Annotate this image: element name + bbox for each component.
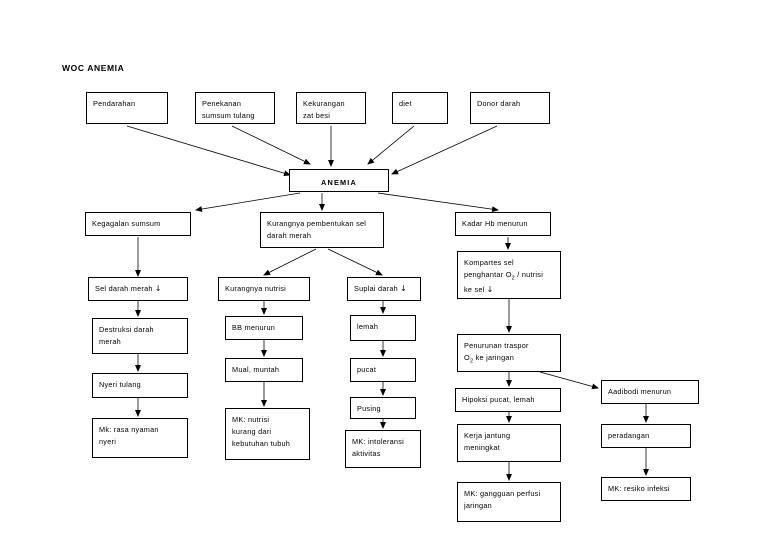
node-kegagalan[interactable]: Kegagalan sumsum: [85, 212, 191, 236]
node-kerjajantung-line-0: Kerja jantung: [464, 431, 511, 440]
node-kurangnyasel-line-1: darah merah: [267, 231, 312, 240]
node-kurangnutrisi[interactable]: Kurangnya nutrisi: [218, 277, 310, 301]
node-mknutrisi-line-1: kurang dari: [232, 427, 272, 436]
node-seldarahmerah[interactable]: Sel darah merah↓: [88, 277, 188, 301]
node-mualmuntah[interactable]: Mual, muntah: [225, 358, 303, 382]
edge-pendarahan-to-anemia: [126, 125, 291, 177]
node-antibodi[interactable]: Aadibodi menurun: [601, 380, 699, 404]
node-destruksi[interactable]: Destruksi darah merah: [92, 318, 188, 354]
node-nyeritulang-line-0: Nyeri tulang: [99, 380, 141, 389]
node-suplaidarah-line-0: Suplai darah↓: [354, 284, 407, 293]
node-penekanan-line-1: sumsum tulang: [202, 111, 255, 120]
node-mkintoleransi-line-1: aktivitas: [352, 449, 381, 458]
edge-penekanan-to-anemia: [231, 125, 311, 165]
node-penurunan-line-1: O2 ke jaringan: [464, 353, 515, 365]
node-kompartes[interactable]: Kompartes sel penghantar O2 / nutrisi ke s…: [457, 251, 561, 299]
node-suplaidarah[interactable]: Suplai darah↓: [347, 277, 421, 301]
node-penurunan-line-0: Penurunan traspor: [464, 341, 529, 350]
down-arrow-icon: ↓: [399, 284, 407, 293]
node-penekanan-line-0: Penekanan: [202, 99, 242, 108]
node-kompartes-line-0: Kompartes sel: [464, 258, 514, 267]
node-kegagalan-line-0: Kegagalan sumsum: [92, 219, 161, 228]
node-mkresiko-line-0: MK: resiko infeksi: [608, 484, 670, 493]
node-mkintoleransi-line-0: MK: intoleransi: [352, 437, 405, 446]
node-peradangan-line-0: peradangan: [608, 431, 650, 440]
node-lemah[interactable]: lemah: [350, 315, 416, 341]
node-mknutrisi-line-0: MK: nutrisi: [232, 415, 270, 424]
node-diet[interactable]: diet: [392, 92, 448, 124]
node-mualmuntah-line-0: Mual, muntah: [232, 365, 280, 374]
node-destruksi-line-1: merah: [99, 337, 121, 346]
node-kekurangan-line-1: zat besi: [303, 111, 331, 120]
node-kurangnutrisi-line-0: Kurangnya nutrisi: [225, 284, 287, 293]
edge-kurangnyasel-to-kurangnutrisi: [263, 248, 317, 276]
node-mkgangguan-line-1: jaringan: [464, 501, 492, 510]
node-hipoksi-line-0: Hipoksi pucat, lemah: [462, 395, 535, 404]
node-mkintoleransi[interactable]: MK: intoleransi aktivitas: [345, 430, 421, 468]
node-kerjajantung-line-1: meningkat: [464, 443, 500, 452]
node-nyeritulang[interactable]: Nyeri tulang: [92, 373, 188, 398]
node-penekanan[interactable]: Penekanan sumsum tulang: [195, 92, 275, 124]
edge-diet-to-anemia: [367, 125, 415, 165]
node-kurangnyasel[interactable]: Kurangnya pembentukan sel darah merah: [260, 212, 384, 248]
edge-kurangnyasel-to-suplaidarah: [327, 248, 383, 276]
down-arrow-icon: ↓: [486, 285, 494, 295]
node-destruksi-line-0: Destruksi darah: [99, 325, 154, 334]
node-donordarah-line-0: Donor darah: [477, 99, 521, 108]
node-donordarah[interactable]: Donor darah: [470, 92, 550, 124]
node-seldarahmerah-line-0: Sel darah merah↓: [95, 284, 162, 293]
node-mkresiko[interactable]: MK: resiko infeksi: [601, 477, 691, 501]
node-pendarahan-line-0: Pendarahan: [93, 99, 136, 108]
node-mknutrisi-line-2: kebutuhan tubuh: [232, 439, 291, 448]
node-kadarhb-line-0: Kadar Hb menurun: [462, 219, 528, 228]
node-kompartes-line-2: ke sel↓: [464, 285, 494, 295]
node-lemah-line-0: lemah: [357, 322, 379, 331]
node-bbmenurun-line-0: BB menurun: [232, 323, 276, 332]
page-title: WOC ANEMIA: [62, 63, 125, 73]
node-mknutrisi[interactable]: MK: nutrisi kurang dari kebutuhan tubuh: [225, 408, 310, 460]
edge-anemia-to-kegagalan: [195, 192, 301, 212]
node-kerjajantung[interactable]: Kerja jantung meningkat: [457, 424, 561, 462]
edge-penurunan-to-antibodi: [539, 371, 599, 390]
edge-anemia-to-kadarhb: [377, 192, 499, 213]
node-diet-line-0: diet: [399, 99, 412, 108]
node-bbmenurun[interactable]: BB menurun: [225, 316, 303, 340]
node-anemia-line-0: ANEMIA: [321, 178, 357, 187]
node-mkgangguan[interactable]: MK: gangguan perfusi jaringan: [457, 482, 561, 522]
node-mkrasanyaman-line-0: Mk: rasa nyaman: [99, 425, 159, 434]
node-pusing[interactable]: Pusing: [350, 397, 416, 419]
node-kekurangan[interactable]: Kekurangan zat besi: [296, 92, 366, 124]
node-hipoksi[interactable]: Hipoksi pucat, lemah: [455, 388, 561, 412]
node-kekurangan-line-0: Kekurangan: [303, 99, 345, 108]
node-pucat[interactable]: pucat: [350, 358, 416, 382]
node-mkrasanyaman[interactable]: Mk: rasa nyaman nyeri: [92, 418, 188, 458]
node-kompartes-line-1: penghantar O2 / nutrisi: [464, 270, 544, 282]
node-kurangnyasel-line-0: Kurangnya pembentukan sel: [267, 219, 367, 228]
edge-donordarah-to-anemia: [391, 125, 498, 175]
down-arrow-icon: ↓: [154, 284, 162, 293]
node-mkrasanyaman-line-1: nyeri: [99, 437, 117, 446]
node-anemia[interactable]: ANEMIA: [289, 169, 389, 192]
node-peradangan[interactable]: peradangan: [601, 424, 691, 448]
node-kadarhb[interactable]: Kadar Hb menurun: [455, 212, 551, 236]
node-mkgangguan-line-0: MK: gangguan perfusi: [464, 489, 541, 498]
node-pucat-line-0: pucat: [357, 365, 377, 374]
node-penurunan[interactable]: Penurunan traspor O2 ke jaringan: [457, 334, 561, 372]
node-pusing-line-0: Pusing: [357, 404, 381, 413]
node-pendarahan[interactable]: Pendarahan: [86, 92, 168, 124]
node-antibodi-line-0: Aadibodi menurun: [608, 387, 672, 396]
